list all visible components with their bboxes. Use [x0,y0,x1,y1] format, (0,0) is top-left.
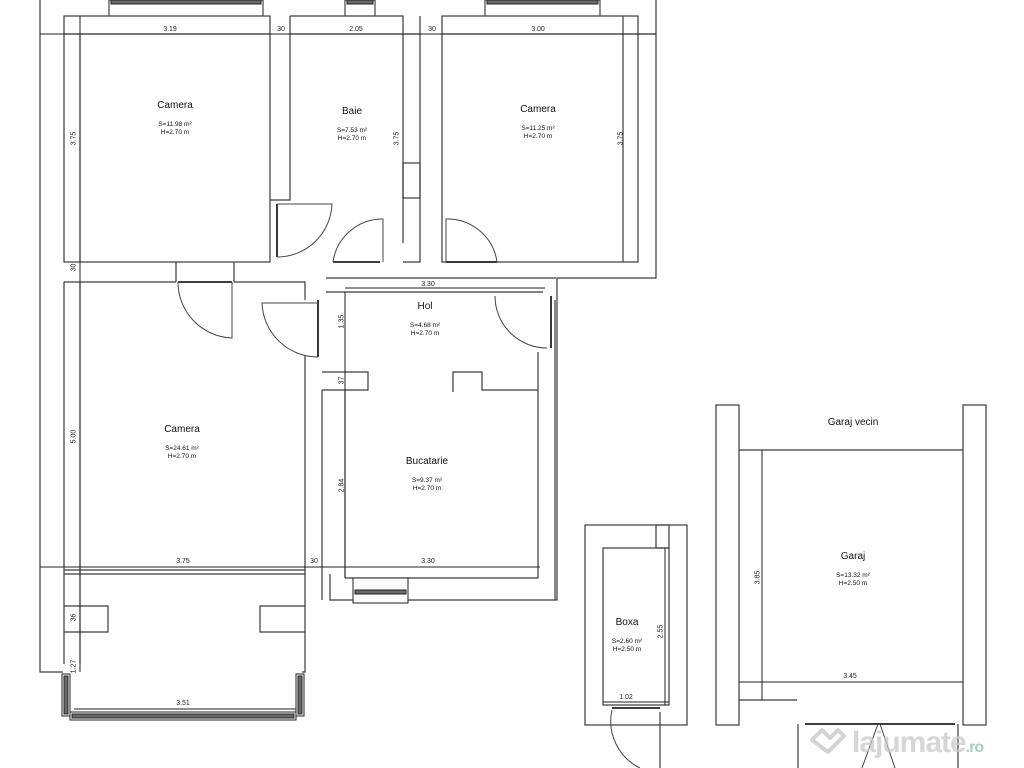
dimension-label: 30 [70,263,78,272]
dimension-label: 3.19 [163,26,177,33]
room-boxa: Boxa S=2.60 m² H=2.50 m [612,617,642,654]
dimension-label: 30 [277,26,285,33]
room-name: Baie [341,106,363,117]
dimension-label: 3.85 [754,570,762,585]
room-area: S=9.37 m² [411,477,443,484]
room-area: S=7.53 m² [336,127,368,134]
watermark-text: lajumate [852,726,967,759]
room-height: H=2.50 m [612,646,642,653]
dimension-label: 3.00 [531,26,545,33]
room-hol-bucatarie-walls [321,277,556,600]
dimension-label: 3.75 [70,131,78,146]
room-area: S=11.98 m² [158,121,192,128]
dimension-label: 3.75 [176,558,190,565]
room-area: S=11.25 m² [521,125,555,132]
room-height: H=2.70 m [160,129,190,136]
balcony-windows [61,673,305,721]
room-camera-3-walls [63,262,306,664]
room-hol: Hol S=4.68 m² H=2.70 m [410,301,440,338]
dimension-label: 3.75 [393,131,401,146]
room-camera-1-walls [63,15,271,263]
watermark: lajumate.ro [852,726,984,760]
dimension-label: 36 [70,613,78,622]
dimension-label: 3.75 [617,131,625,146]
room-name: Hol [417,301,433,312]
room-bucatarie: Bucatarie S=9.37 m² H=2.70 m [406,456,448,493]
room-name: Camera [520,104,556,115]
neighbor-garage-label: Garaj vecin [827,417,879,428]
room-garaj: Garaj S=13.32 m² H=2.50 m [836,551,870,588]
room-height: H=2.70 m [337,135,367,142]
dimension-label: 1.27 [70,659,78,674]
dimension-label: 37 [338,376,346,385]
room-name: Bucatarie [405,456,449,467]
room-name: Camera [164,424,200,435]
dimension-label: 1.02 [619,694,633,701]
dimension-label: 5.00 [70,429,78,444]
dimension-label: 2.55 [657,624,665,639]
dimension-lines [40,16,669,710]
room-area: S=4.68 m² [409,322,441,329]
dimension-label: 2.05 [349,26,363,33]
room-name: Camera [157,100,193,111]
room-camera-1: Camera S=11.98 m² H=2.70 m [157,100,193,137]
dimension-label: 3.30 [421,558,435,565]
dimension-label: 3.30 [421,281,435,288]
room-height: H=2.70 m [523,133,553,140]
dimension-label: 3.45 [843,673,857,680]
room-height: H=2.70 m [410,330,440,337]
room-area: S=2.60 m² [611,638,643,645]
outer-walls [39,0,657,673]
room-name: Boxa [615,617,639,628]
room-area: S=24.61 m² [165,445,199,452]
room-camera-3: Camera S=24.61 m² H=2.70 m [164,424,200,461]
watermark-logo-icon [810,728,846,754]
boxa-walls [584,524,688,768]
kitchen-window [352,577,409,604]
room-height: H=2.70 m [412,485,442,492]
top-windows [108,0,601,17]
room-height: H=2.70 m [167,453,197,460]
room-height: H=2.50 m [838,580,868,587]
watermark-suffix: .ro [965,739,984,756]
dimension-label: 2.84 [338,478,346,493]
dimension-label: 30 [428,26,436,33]
garaj-walls [715,404,987,768]
room-name: Garaj [840,551,866,562]
room-camera-2: Camera S=11.25 m² H=2.70 m [520,104,556,141]
room-baie: Baie S=7.53 m² H=2.70 m [337,106,367,143]
doors [177,203,552,358]
room-area: S=13.32 m² [836,572,870,579]
dimension-label: 1.35 [338,314,346,329]
dimension-label: 3.51 [176,700,190,707]
dimension-label: 30 [310,558,318,565]
